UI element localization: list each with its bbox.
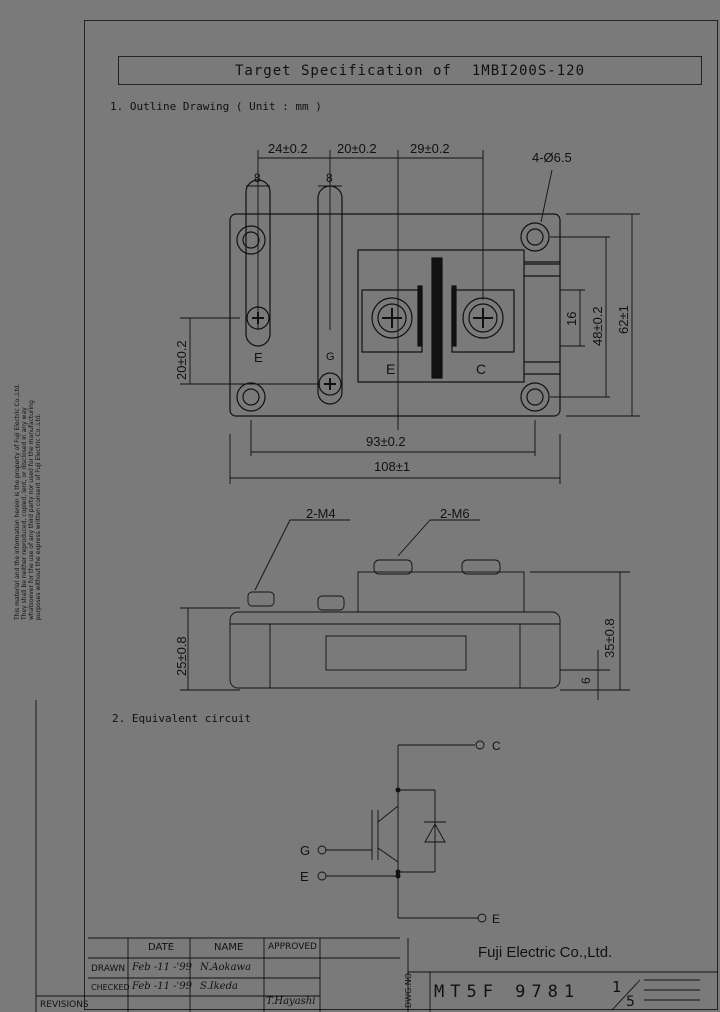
- title-prefix: Target Specification of: [234, 62, 452, 79]
- tb-approved: APPROVED: [268, 942, 317, 952]
- dim-16: 16: [564, 312, 579, 326]
- module-top-outline: [229, 213, 561, 417]
- drawing-number: MT5F 9781: [434, 982, 581, 1002]
- tb-date: DATE: [148, 942, 175, 953]
- dwg-label: DWG.NO.: [404, 970, 413, 1008]
- circuit-c: C: [492, 739, 501, 753]
- mount-hole-tr: [520, 222, 550, 252]
- module-housing: [357, 249, 525, 383]
- title-box: Target Specification of 1MBI200S-120: [118, 56, 702, 85]
- circuit-g: G: [300, 843, 310, 858]
- dim-8b: 8: [326, 171, 333, 185]
- dim-20v: 20±0.2: [174, 340, 189, 380]
- title: Target Specification of 1MBI200S-120: [119, 57, 701, 84]
- tb-checked: CHECKED: [91, 983, 130, 992]
- dim-m4: 2-M4: [306, 506, 336, 521]
- dim-48: 48±0.2: [590, 306, 605, 346]
- tb-approved-sig: T.Hayashi: [266, 996, 316, 1007]
- page-total: 5: [626, 994, 635, 1010]
- side-housing: [357, 571, 525, 613]
- tb-drawn-date: Feb -11 -'99: [132, 962, 193, 973]
- dim-m6: 2-M6: [440, 506, 470, 521]
- section-outline: 1. Outline Drawing ( Unit : mm ): [110, 100, 322, 113]
- circuit-e-in: E: [300, 869, 309, 884]
- module-side-outline: [229, 611, 561, 689]
- tb-name: NAME: [214, 942, 244, 953]
- mount-hole-br: [520, 382, 550, 412]
- tb-checked-date: Feb -11 -'99: [132, 981, 193, 992]
- tb-drawn: DRAWN: [91, 964, 126, 974]
- circuit-e-out: E: [492, 912, 500, 926]
- side-label-window: [325, 635, 467, 671]
- dim-29: 29±0.2: [410, 141, 450, 156]
- mount-hole-bl: [236, 382, 266, 412]
- dim-20: 20±0.2: [337, 141, 377, 156]
- mount-hole-tl: [236, 225, 266, 255]
- page-number: 1: [612, 978, 622, 996]
- label-g-small: G: [326, 351, 335, 363]
- dim-35: 35±0.8: [602, 618, 617, 658]
- label-e-small: E: [254, 350, 263, 365]
- tb-checked-name: S.Ikeda: [200, 981, 238, 992]
- title-part: 1MBI200S-120: [471, 62, 586, 79]
- dim-25: 25±0.8: [174, 636, 189, 676]
- dim-62: 62±1: [616, 305, 631, 334]
- label-c-big: C: [476, 361, 486, 377]
- tb-drawn-name: N.Aokawa: [200, 962, 252, 973]
- dim-8a: 8: [254, 171, 261, 185]
- section-equivalent: 2. Equivalent circuit: [112, 712, 252, 725]
- dim-24: 24±0.2: [268, 141, 308, 156]
- e-big-terminal-screw: [371, 297, 413, 339]
- dim-6: 6: [579, 677, 593, 684]
- dim-93: 93±0.2: [366, 434, 406, 449]
- dim-hole: 4-Ø6.5: [532, 150, 572, 165]
- dim-108: 108±1: [374, 459, 410, 474]
- drawing-frame: [84, 20, 718, 1010]
- center-divider: [431, 257, 443, 379]
- tb-revisions: REVISIONS: [40, 1000, 89, 1010]
- company-name: Fuji Electric Co.,Ltd.: [478, 944, 613, 961]
- label-e-big: E: [386, 361, 395, 377]
